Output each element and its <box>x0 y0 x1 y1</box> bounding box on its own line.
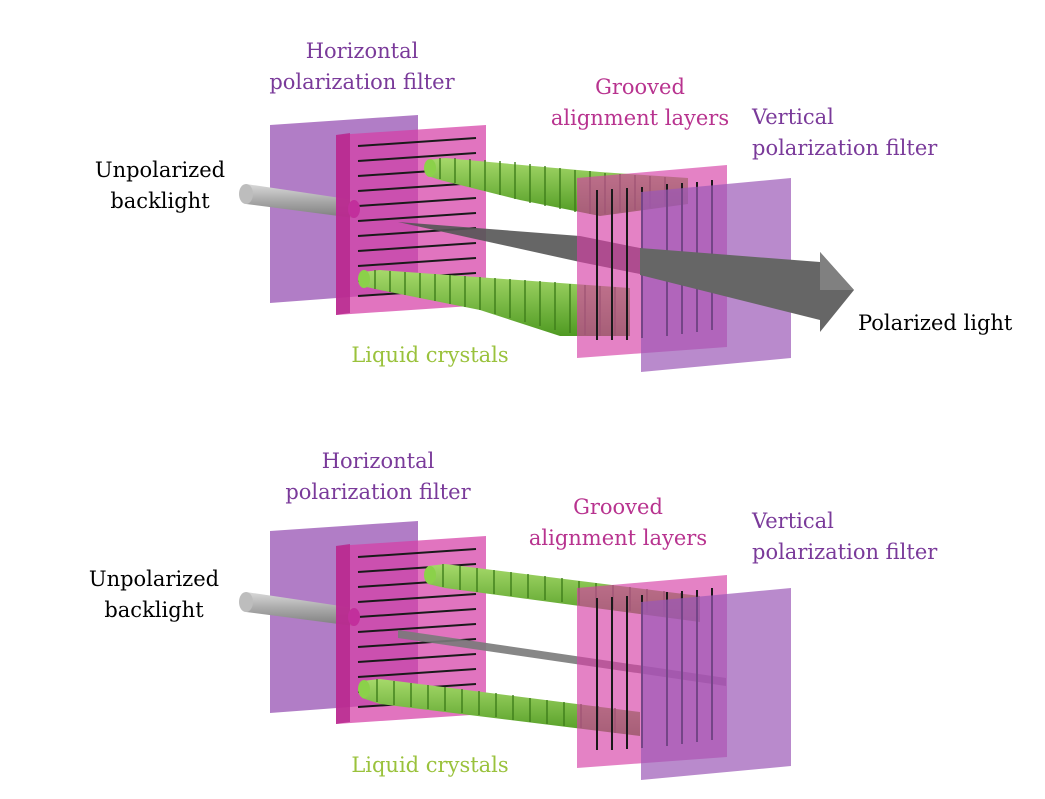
polarized-light-arrow <box>640 248 854 332</box>
vertical-filter-label: Vertical polarization filter <box>752 102 952 164</box>
liquid-crystals-label-text: Liquid crystals <box>351 753 509 777</box>
alignment-layers-label-line2: alignment layers <box>550 106 730 130</box>
horizontal-filter-label-line1: Horizontal <box>321 449 435 473</box>
liquid-crystal-row-lower <box>358 679 640 736</box>
vertical-filter-plate <box>641 588 791 780</box>
unpolarized-beam <box>239 184 354 218</box>
backlight-label-line1: Unpolarized <box>94 158 226 182</box>
backlight-label-line2: backlight <box>104 598 204 622</box>
alignment-layers-label-line1: Grooved <box>573 495 663 519</box>
horizontal-filter-label: Horizontal polarization filter <box>278 446 478 508</box>
vertical-filter-label-line2: polarization filter <box>752 540 938 564</box>
vertical-filter-label: Vertical polarization filter <box>752 506 952 568</box>
horizontal-filter-label-line2: polarization filter <box>269 70 455 94</box>
backlight-label-line1: Unpolarized <box>88 567 220 591</box>
liquid-crystals-label: Liquid crystals <box>330 750 530 781</box>
backlight-label: Unpolarized backlight <box>74 564 234 626</box>
alignment-layers-label-line1: Grooved <box>595 75 685 99</box>
vertical-filter-label-line1: Vertical <box>752 105 834 129</box>
top-panel-twisted-state: Horizontal polarization filter Grooved a… <box>80 36 1038 372</box>
backlight-label-line2: backlight <box>110 189 210 213</box>
top-diagram <box>239 115 854 372</box>
alignment-layers-label-line2: alignment layers <box>528 526 708 550</box>
alignment-layers-label: Grooved alignment layers <box>518 492 718 554</box>
vertical-filter-label-line1: Vertical <box>752 509 834 533</box>
polarized-light-label: Polarized light <box>858 308 1038 339</box>
vertical-filter-label-line2: polarization filter <box>752 136 938 160</box>
horizontal-filter-label-line2: polarization filter <box>285 480 471 504</box>
liquid-crystals-label: Liquid crystals <box>330 340 530 371</box>
bottom-diagram <box>239 521 791 780</box>
bottom-panel-aligned-state: Horizontal polarization filter Grooved a… <box>0 400 1045 799</box>
horizontal-filter-label-line1: Horizontal <box>305 39 419 63</box>
liquid-crystals-label-text: Liquid crystals <box>351 343 509 367</box>
horizontal-filter-label: Horizontal polarization filter <box>262 36 462 98</box>
alignment-layers-label: Grooved alignment layers <box>540 72 740 134</box>
backlight-label: Unpolarized backlight <box>80 155 240 217</box>
polarized-light-label-text: Polarized light <box>858 311 1013 335</box>
unpolarized-beam <box>239 592 354 626</box>
